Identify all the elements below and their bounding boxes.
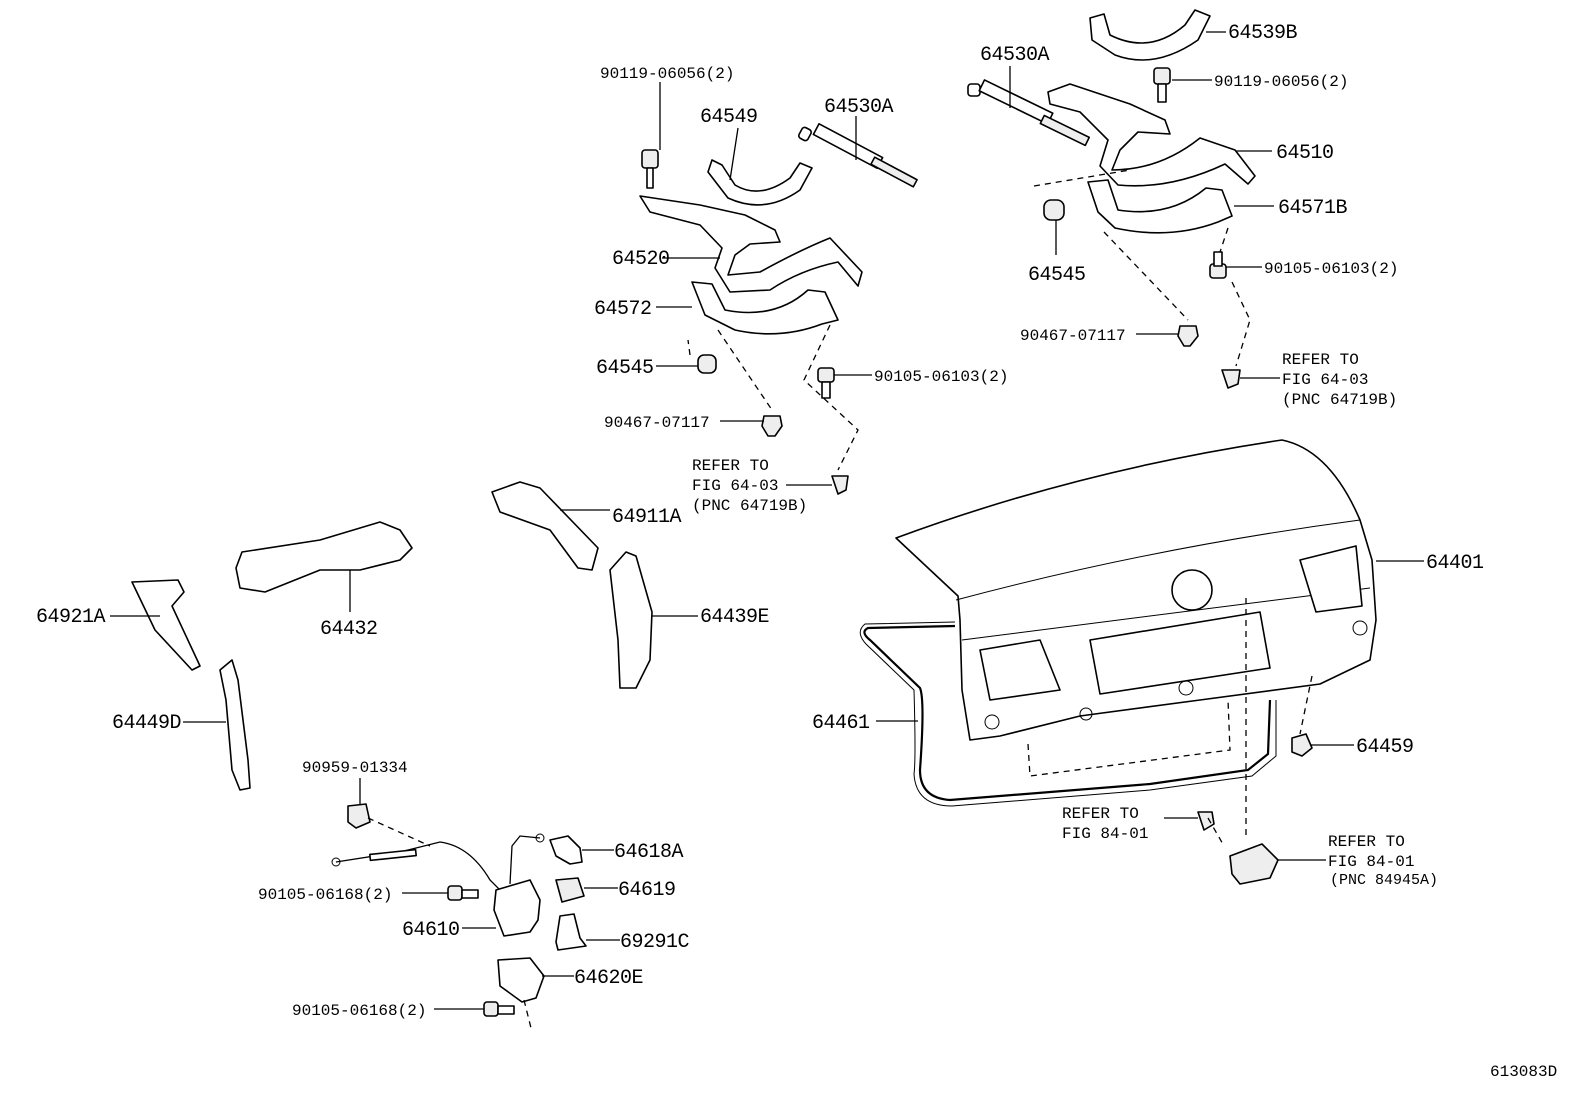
hinge-arm-64520 [639,195,863,293]
refer-lower-line2: FIG 84-01 [1328,853,1414,871]
label-64572: 64572 [594,298,652,321]
label-64549: 64549 [700,106,758,129]
label-64461: 64461 [812,712,870,735]
bolt-90105-06168-a [402,885,479,901]
cover-64619 [555,877,585,903]
left-hinge-assembly [639,82,918,495]
hinge-bracket-64549 [707,159,813,206]
clip-90467-left [720,415,783,437]
label-90105-06103-right: 90105-06103(2) [1264,260,1398,278]
screw-refer-right [1221,369,1241,389]
right-hinge-assembly [967,9,1274,389]
hinge-64572 [691,281,839,335]
label-64510: 64510 [1276,142,1334,165]
label-64439E: 64439E [700,606,769,629]
trim-64911A [491,481,599,571]
lock-assembly [331,778,620,1033]
label-90105-06168-a: 90105-06168(2) [258,886,392,904]
bracket-64432 [235,521,413,593]
plate-69291C [555,913,587,951]
label-64620E: 64620E [574,967,643,990]
label-90105-06103-left: 90105-06103(2) [874,368,1008,386]
trim-64439E [609,551,653,689]
refer-left-line1: REFER TO [692,457,769,475]
bolt-90105-06103-right [1209,251,1262,279]
refer-lower-line1: REFER TO [1328,833,1405,851]
trim-64449D [219,659,251,791]
refer-mid-line1: REFER TO [1062,805,1139,823]
bolt-90105-06168-b [434,1001,515,1017]
clip-90467-right [1136,325,1199,347]
label-64520: 64520 [612,248,670,271]
label-64545-right: 64545 [1028,264,1086,287]
label-64610: 64610 [402,919,460,942]
label-64530A-right: 64530A [980,44,1050,67]
bracket-64618A [549,835,583,865]
refer-left-line2: FIG 64-03 [692,477,778,495]
lamp-refer-lower [1229,843,1279,885]
rubber-stop-64545-right [1043,199,1065,221]
label-90105-06168-b: 90105-06168(2) [292,1002,426,1020]
trim-64921A [131,579,201,671]
hinge-64571B [1087,179,1233,234]
gas-strut-64530A-right [967,66,1091,147]
bolt-90119-right [1153,67,1212,103]
label-64545-left: 64545 [596,357,654,380]
label-69291C: 69291C [620,931,690,954]
label-64911A: 64911A [612,506,682,529]
label-64571B: 64571B [1278,197,1348,220]
label-64619: 64619 [618,879,676,902]
label-64459: 64459 [1356,736,1414,759]
clip-refer-mid [1197,811,1215,831]
figure-id: 613083D [1490,1063,1557,1081]
trunk-lid-64401 [895,439,1424,741]
bumper-stop-64459 [1291,733,1313,757]
label-64921A: 64921A [36,606,106,629]
refer-right-line3: (PNC 64719B) [1282,391,1397,409]
latch-64610 [493,879,541,937]
gas-strut-64530A-left [798,116,918,188]
label-90467-07117-left: 90467-07117 [604,414,710,432]
label-64401: 64401 [1426,552,1484,575]
label-64618A: 64618A [614,841,684,864]
striker-64620E [497,957,545,1003]
label-64539B: 64539B [1228,22,1298,45]
label-90467-07117-right: 90467-07117 [1020,327,1126,345]
label-64432: 64432 [320,618,378,641]
bolt-90105-06103-left [817,367,872,399]
release-cable [335,841,509,899]
refer-right-line1: REFER TO [1282,351,1359,369]
rubber-stop-64545-left [697,354,717,374]
clip-90959-01334 [347,803,371,829]
label-90119-06056-left: 90119-06056(2) [600,65,734,83]
label-64449D: 64449D [112,712,181,735]
weatherstrip-64461 [863,624,1272,802]
refer-lower-line3: (PNC 84945A) [1330,872,1438,889]
hinge-arm-64510 [1047,83,1256,187]
label-90119-06056-right: 90119-06056(2) [1214,73,1348,91]
hinge-bracket-64539B [1089,9,1211,61]
refer-left-line3: (PNC 64719B) [692,497,807,515]
refer-right-line2: FIG 64-03 [1282,371,1368,389]
screw-refer-left [831,475,849,495]
label-64530A-left: 64530A [824,96,894,119]
bolt-90119-left [641,82,661,189]
label-90959-01334: 90959-01334 [302,759,408,777]
refer-mid-line2: FIG 84-01 [1062,825,1148,843]
